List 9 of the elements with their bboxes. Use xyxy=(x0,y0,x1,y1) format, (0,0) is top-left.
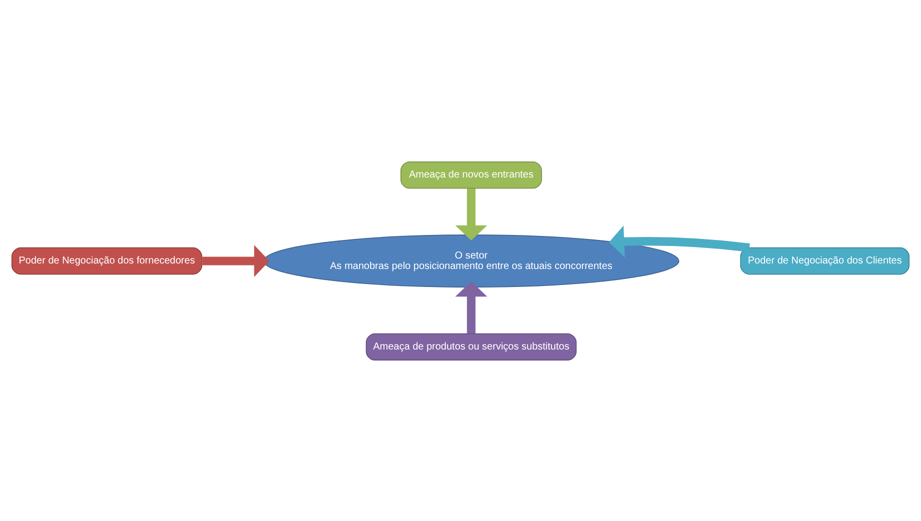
arrow xyxy=(202,244,270,276)
node-box: Ameaça de produtos ou serviços substitutos xyxy=(366,332,577,360)
node-box: Ameaça de novos entrantes xyxy=(400,161,542,188)
arrow xyxy=(455,280,488,334)
arrow xyxy=(455,188,488,240)
node-box: Poder de Negociação dos Clientes xyxy=(740,246,910,274)
arrow xyxy=(608,225,750,258)
node-box: Poder de Negociação dos fornecedores xyxy=(11,246,202,274)
node-ellipse: O setor As manobras pelo posicionamento entre os atuais concorrentes xyxy=(263,234,680,287)
